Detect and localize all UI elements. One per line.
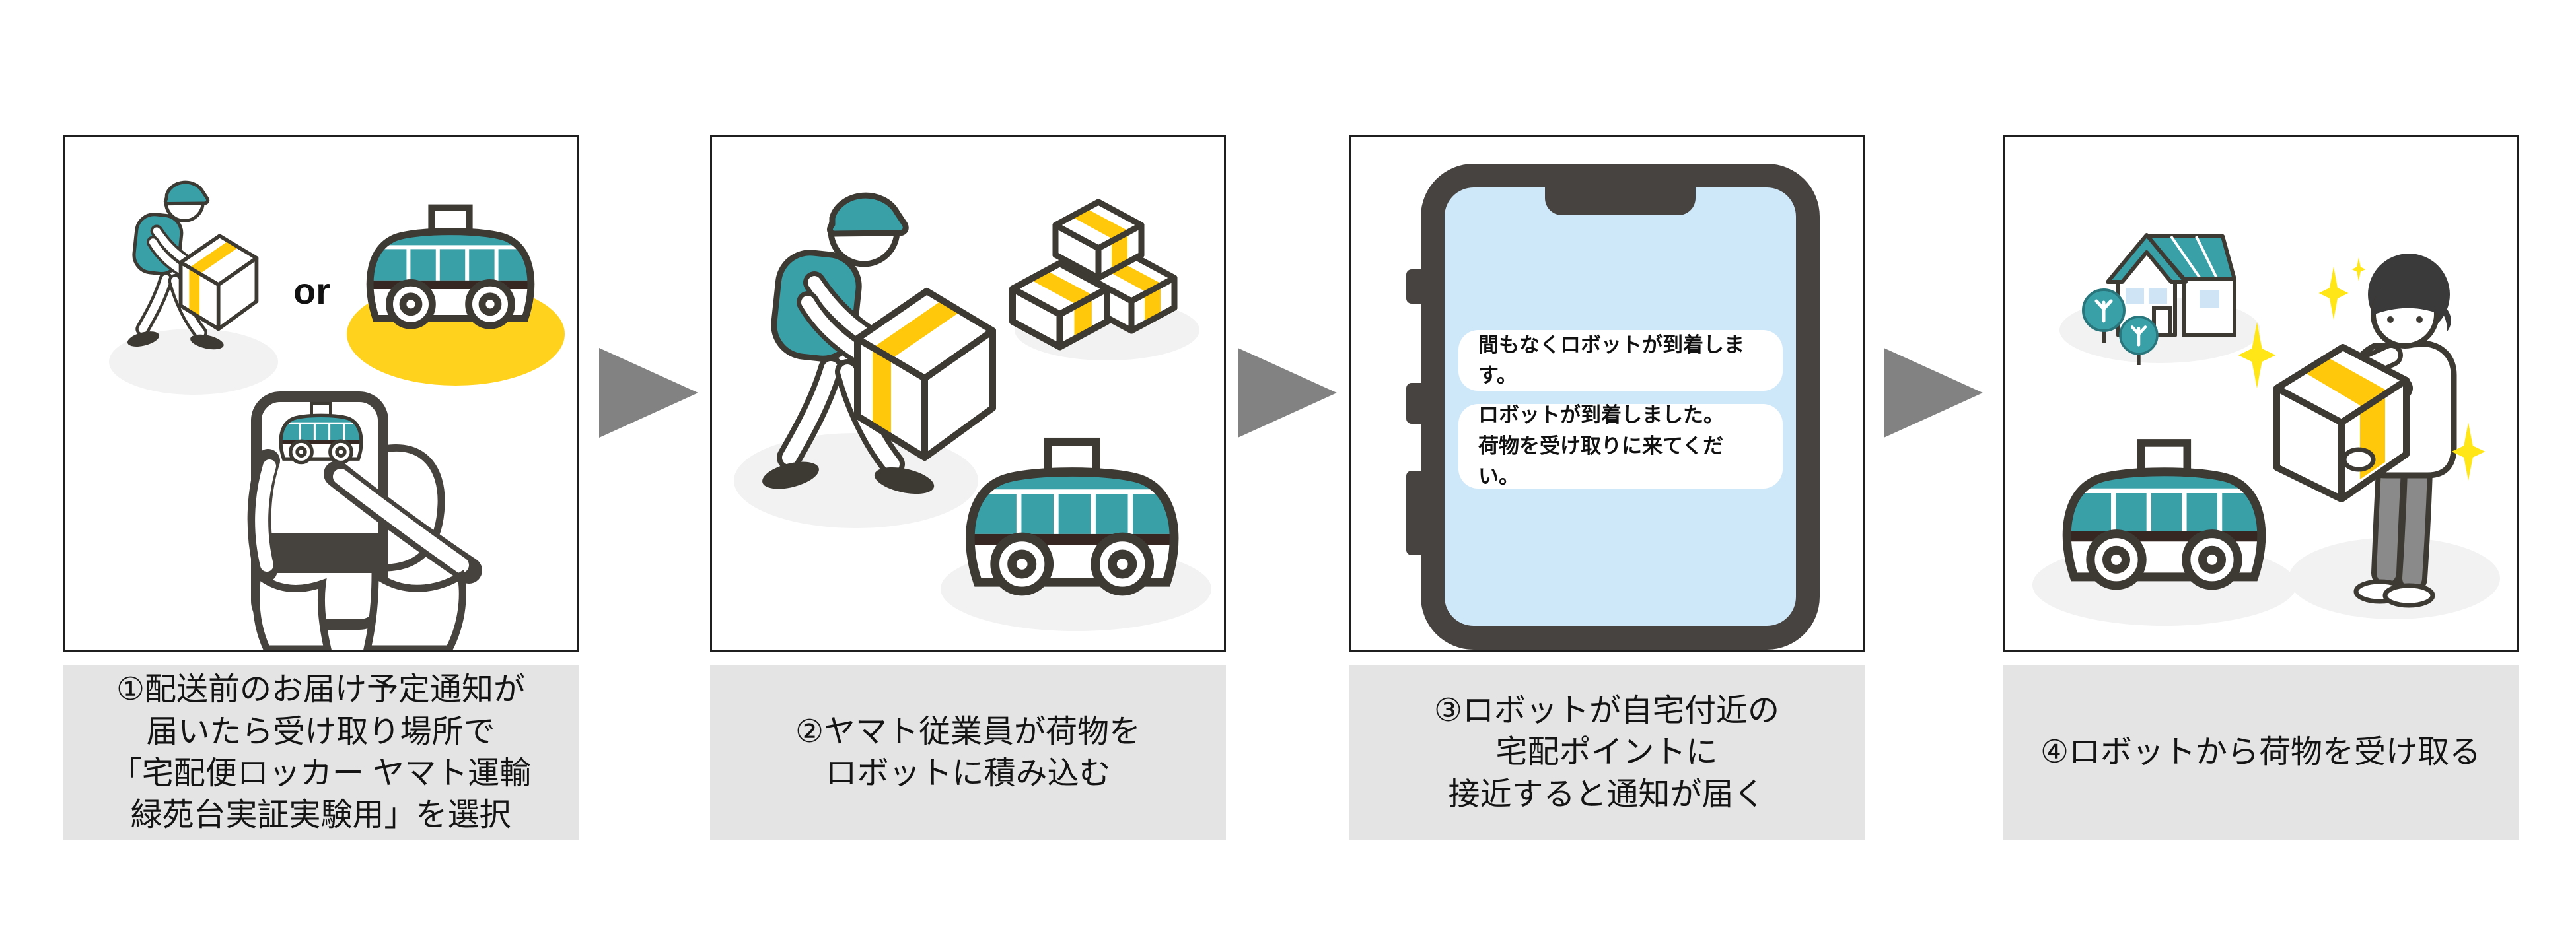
step-1-panel: or <box>63 135 579 652</box>
yamato-worker-with-package-icon <box>760 195 993 498</box>
caption-line: ①配送前のお届け予定通知が <box>116 672 526 708</box>
step-2-caption: ②ヤマト従業員が荷物を ロボットに積み込む <box>710 665 1226 840</box>
step-1-illustration: or <box>109 137 565 650</box>
hair-fringe <box>2371 277 2443 316</box>
or-label: or <box>293 270 330 312</box>
caption-line: 宅配ポイントに <box>1495 735 1718 770</box>
notification-bubble: 間もなくロボットが到着します。 <box>1458 330 1783 391</box>
caption-line: 届いたら受け取り場所で <box>146 714 495 749</box>
step-3-panel: 間もなくロボットが到着します。 ロボットが到着しました。 荷物を受け取りに来てく… <box>1349 135 1865 652</box>
notification-text: 間もなくロボットが到着します。 <box>1478 333 1744 388</box>
ground-shadow <box>109 329 278 395</box>
resident-receiving-package <box>2273 254 2457 608</box>
notification-text: 荷物を受け取りに来てくだい。 <box>1478 434 1724 489</box>
notification-bubble: ロボットが到着しました。 荷物を受け取りに来てくだい。 <box>1458 403 1783 489</box>
phone-side-button <box>1406 383 1422 424</box>
phone-side-button <box>1406 471 1422 555</box>
notification-text: ロボットが到着しました。 <box>1478 403 1724 427</box>
step-2-panel <box>710 135 1226 652</box>
hand <box>2342 447 2376 472</box>
thumb <box>255 459 276 572</box>
courier-with-package-icon <box>126 182 257 352</box>
flow-arrow-icon <box>1884 348 1983 438</box>
caption-line: 緑苑台実証実験用」を選択 <box>130 797 511 833</box>
caption-line: ②ヤマト従業員が荷物を <box>795 714 1141 749</box>
index-finger <box>333 469 469 573</box>
step-4-caption: ④ロボットから荷物を受け取る <box>2003 665 2519 840</box>
caption-line: ③ロボットが自宅付近の <box>1433 693 1780 728</box>
right-wrist <box>363 567 466 650</box>
sparkle-icon <box>2318 267 2349 320</box>
caption-line: ④ロボットから荷物を受け取る <box>2040 735 2482 770</box>
phone-side-button <box>1406 269 1422 304</box>
delivery-robot-icon <box>962 442 1182 591</box>
flow-arrow-icon <box>1238 348 1337 438</box>
delivery-robot-icon <box>2059 443 2270 586</box>
step-3-caption: ③ロボットが自宅付近の 宅配ポイントに 接近すると通知が届く <box>1349 665 1865 840</box>
delivery-robot-icon <box>363 207 538 325</box>
step-4-panel <box>2003 135 2519 652</box>
phone-notch <box>1545 187 1696 215</box>
hair-flick <box>2441 308 2451 331</box>
left-wrist <box>252 567 332 650</box>
caption-line: ロボットに積み込む <box>825 756 1111 791</box>
step-1-caption: ①配送前のお届け予定通知が 届いたら受け取り場所で 「宅配便ロッカー ヤマト運輸… <box>63 665 579 840</box>
caption-line: 「宅配便ロッカー ヤマト運輸 <box>110 756 532 791</box>
phone-in-hands <box>247 391 482 650</box>
flow-arrow-icon <box>599 348 698 438</box>
caption-line: 接近すると通知が届く <box>1448 776 1766 812</box>
step-2-illustration <box>734 137 1211 631</box>
sparkle-icon <box>2351 257 2366 281</box>
step-4-illustration <box>2032 233 2500 626</box>
